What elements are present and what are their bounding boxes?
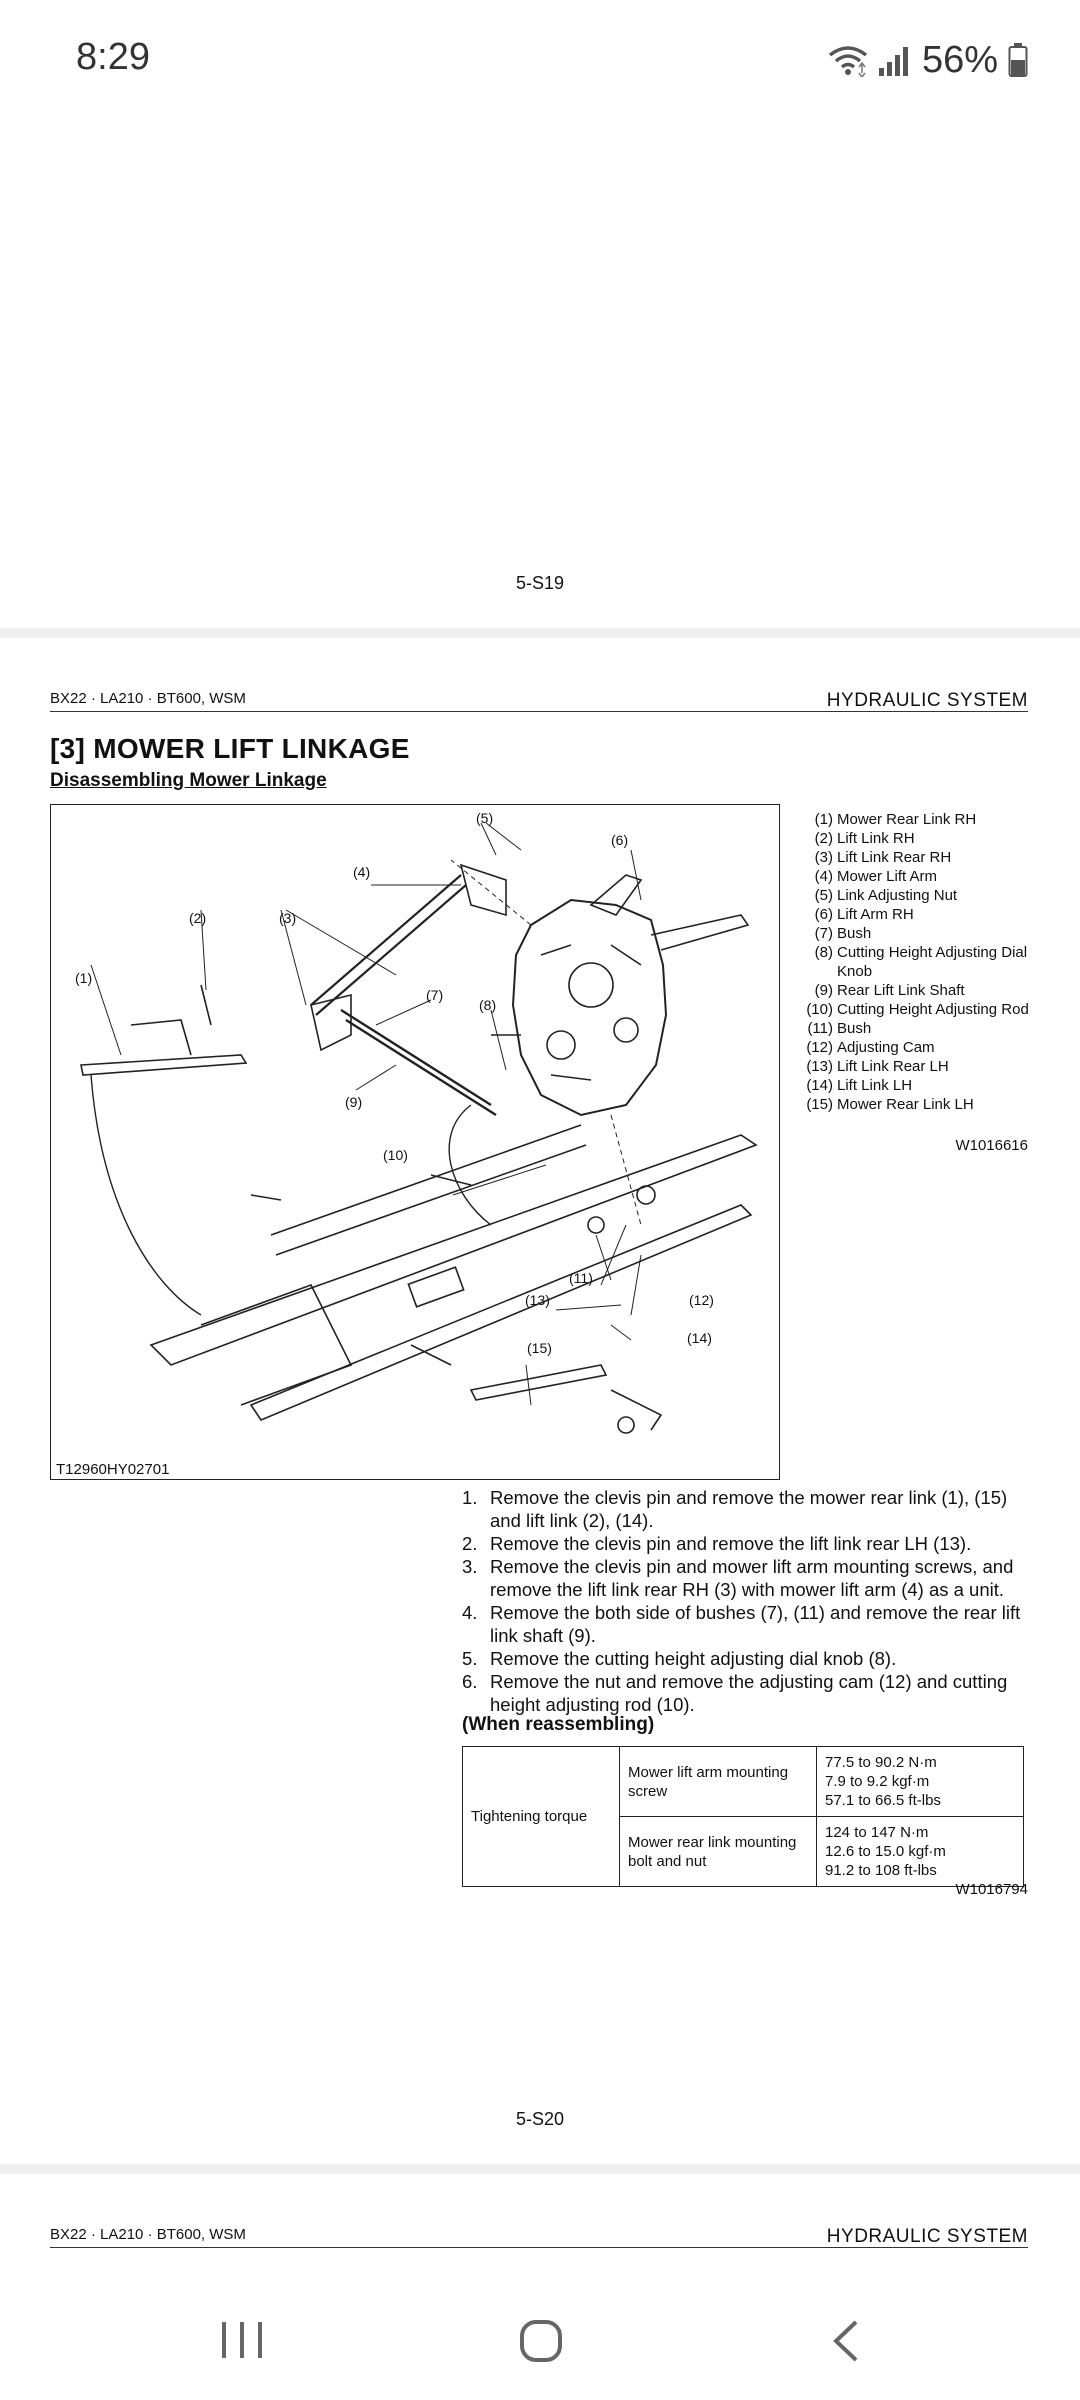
doc-header-model: BX22 · LA210 · BT600, WSM bbox=[50, 690, 246, 707]
torque-item: Mower lift arm mounting screw bbox=[619, 1746, 817, 1817]
legend-item: (13)Lift Link Rear LH bbox=[806, 1058, 949, 1075]
navigation-bar bbox=[0, 2280, 1080, 2400]
header-rule bbox=[50, 2247, 1028, 2248]
legend-item: (9)Rear Lift Link Shaft bbox=[814, 982, 965, 999]
legend-item: (6)Lift Arm RH bbox=[814, 906, 914, 923]
step-item: 2.Remove the clevis pin and remove the l… bbox=[462, 1533, 972, 1554]
doc-header-section: HYDRAULIC SYSTEM bbox=[826, 690, 1028, 711]
legend-item: (12)Adjusting Cam bbox=[806, 1039, 935, 1056]
legend-reference-code: W1016616 bbox=[955, 1137, 1028, 1154]
legend-item: (15)Mower Rear Link LH bbox=[806, 1096, 974, 1113]
step-item: 6.Remove the nut and remove the adjustin… bbox=[462, 1671, 1008, 1715]
back-icon[interactable] bbox=[828, 2318, 864, 2364]
table-row: Mower rear link mounting bolt and nut 12… bbox=[463, 1816, 1024, 1887]
table-row: Tightening torque Mower lift arm mountin… bbox=[462, 1746, 1024, 1887]
page-number: 5-S20 bbox=[515, 2109, 565, 2129]
disassembly-steps: 1.Remove the clevis pin and remove the m… bbox=[462, 1486, 1030, 1716]
callout-3: (3) bbox=[279, 910, 296, 926]
legend-item: (1)Mower Rear Link RH bbox=[814, 811, 977, 828]
legend-item: (4)Mower Lift Arm bbox=[814, 868, 938, 885]
reassembling-title: (When reassembling) bbox=[462, 1714, 655, 1735]
system-icons: 56% bbox=[828, 36, 1028, 84]
legend-item: (3)Lift Link Rear RH bbox=[814, 849, 952, 866]
linkage-drawing: (1) (2) (3) (4) (5) (6) (7) (8) (9) (10)… bbox=[75, 810, 758, 1434]
callout-5: (5) bbox=[476, 810, 493, 826]
page-divider bbox=[0, 2164, 1080, 2174]
linkage-diagram: (1) (2) (3) (4) (5) (6) (7) (8) (9) (10)… bbox=[50, 804, 780, 1480]
torque-table: Tightening torque Mower lift arm mountin… bbox=[462, 1746, 1024, 1887]
callout-1: (1) bbox=[75, 970, 92, 986]
callout-6: (6) bbox=[611, 832, 628, 848]
previous-page-number: 5-S19 bbox=[515, 573, 565, 593]
status-time: 8:29 bbox=[76, 36, 150, 78]
legend-item: (14)Lift Link LH bbox=[806, 1077, 913, 1094]
section-title: [3] MOWER LIFT LINKAGE bbox=[50, 733, 410, 764]
torque-label: Tightening torque bbox=[462, 1746, 620, 1887]
legend-item: (2)Lift Link RH bbox=[814, 830, 915, 847]
next-doc-header-section: HYDRAULIC SYSTEM bbox=[826, 2226, 1028, 2247]
signal-icon bbox=[878, 47, 908, 76]
callout-8: (8) bbox=[479, 997, 496, 1013]
callout-7: (7) bbox=[426, 987, 443, 1003]
battery-percent: 56% bbox=[921, 38, 998, 81]
subsection-title: Disassembling Mower Linkage bbox=[50, 770, 327, 791]
callout-4: (4) bbox=[353, 864, 370, 880]
wifi-icon bbox=[828, 46, 868, 77]
recents-icon[interactable] bbox=[218, 2318, 266, 2362]
callout-11: (11) bbox=[569, 1270, 593, 1286]
step-item: 3.Remove the clevis pin and mower lift a… bbox=[462, 1556, 1014, 1600]
step-item: 4.Remove the both side of bushes (7), (1… bbox=[462, 1602, 1021, 1646]
torque-item: Mower rear link mounting bolt and nut bbox=[619, 1816, 817, 1887]
callout-2: (2) bbox=[189, 910, 206, 926]
callout-12: (12) bbox=[689, 1292, 714, 1308]
page-divider bbox=[0, 628, 1080, 638]
callout-15: (15) bbox=[527, 1340, 552, 1356]
callout-10: (10) bbox=[383, 1147, 408, 1163]
step-item: 5.Remove the cutting height adjusting di… bbox=[462, 1648, 897, 1669]
step-item: 1.Remove the clevis pin and remove the m… bbox=[462, 1487, 1008, 1531]
parts-legend: (1)Mower Rear Link RH (2)Lift Link RH (3… bbox=[800, 810, 1040, 1114]
callout-13: (13) bbox=[525, 1292, 550, 1308]
next-doc-header-model: BX22 · LA210 · BT600, WSM bbox=[50, 2226, 246, 2243]
torque-values: 124 to 147 N·m 12.6 to 15.0 kgf·m 91.2 t… bbox=[816, 1816, 1024, 1887]
callout-9: (9) bbox=[345, 1094, 362, 1110]
figure-code: T12960HY02701 bbox=[56, 1461, 170, 1478]
header-rule bbox=[50, 711, 1028, 712]
battery-icon bbox=[1008, 43, 1028, 77]
legend-item: (7)Bush bbox=[814, 925, 872, 942]
legend-item: (5)Link Adjusting Nut bbox=[814, 887, 958, 904]
legend-item: (10)Cutting Height Adjusting Rod bbox=[806, 1001, 1029, 1018]
legend-item: (8)Cutting Height Adjusting Dial Knob bbox=[814, 944, 1028, 980]
table-reference-code: W1016794 bbox=[955, 1881, 1028, 1898]
home-icon[interactable] bbox=[518, 2318, 564, 2364]
torque-values: 77.5 to 90.2 N·m 7.9 to 9.2 kgf·m 57.1 t… bbox=[816, 1746, 1024, 1817]
legend-item: (11)Bush bbox=[807, 1020, 872, 1037]
callout-14: (14) bbox=[687, 1330, 712, 1346]
status-bar: 8:29 56% bbox=[0, 0, 1080, 125]
